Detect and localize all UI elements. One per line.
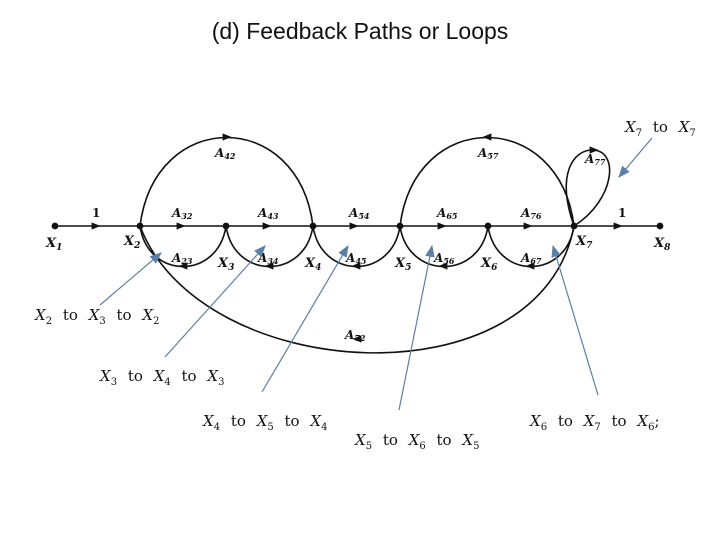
gain-label-a43: A43 (257, 206, 279, 221)
node-label-x3: X3 (217, 256, 234, 273)
annotation-arrow-loop-3-4 (164, 245, 266, 358)
loop-label-x6-x7-x6: X6 to X7 to X6; (529, 412, 660, 434)
gain-label-a34: A34 (257, 251, 279, 266)
page-title: (d) Feedback Paths or Loops (211, 18, 509, 44)
gain-label-1-2: 1 (92, 206, 100, 220)
node-x6 (484, 222, 492, 230)
node-label-x6: X6 (480, 256, 498, 273)
gain-label-a67: A67 (520, 251, 542, 266)
annotation-arrow-loop-2-3 (99, 252, 162, 306)
node-label-x1: X1 (45, 236, 62, 253)
loop-label-x4-x5-x4: X4 to X5 to X4 (202, 412, 327, 434)
annotation-arrow-loop-6-7 (551, 244, 599, 396)
gain-label-a23: A23 (171, 251, 193, 266)
annotation-arrow-loop-5-6 (398, 244, 435, 411)
node-x3 (222, 222, 230, 230)
annotation-arrow-loop-4-5 (261, 244, 349, 393)
gain-label-7-8: 1 (618, 206, 626, 220)
gain-label-a42: A42 (214, 146, 236, 161)
node-x2 (136, 222, 144, 230)
node-x5 (396, 222, 404, 230)
gain-label-a57: A57 (477, 146, 499, 161)
gain-label-a65: A65 (436, 206, 458, 221)
loop-label-x5-x6-x5: X5 to X6 to X5 (354, 431, 479, 453)
gain-label-a77: A77 (584, 152, 606, 167)
node-label-x5: X5 (394, 256, 411, 273)
node-x4 (309, 222, 317, 230)
gain-label-a54: A54 (348, 206, 370, 221)
gain-label-a76: A76 (520, 206, 542, 221)
gain-label-a45: A45 (345, 251, 367, 266)
branch-a72 (139, 225, 575, 354)
annotation-arrow-loop-7-7 (618, 137, 653, 178)
loop-label-x2-x3-x2: X2 to X3 to X2 (34, 306, 159, 328)
gain-label-a56: A56 (433, 251, 455, 266)
node-label-x8: X8 (653, 236, 671, 253)
node-label-x2: X2 (123, 234, 140, 251)
node-x8 (656, 222, 664, 230)
node-x7 (570, 222, 578, 230)
loop-label-x7-x7: X7 to X7 (624, 118, 696, 140)
gain-label-a32: A32 (171, 206, 193, 221)
node-label-x4: X4 (304, 256, 321, 273)
loop-label-x3-x4-x3: X3 to X4 to X3 (99, 367, 224, 389)
gain-label-a72: A72 (344, 328, 366, 343)
node-x1 (51, 222, 59, 230)
node-label-x7: X7 (575, 234, 593, 251)
